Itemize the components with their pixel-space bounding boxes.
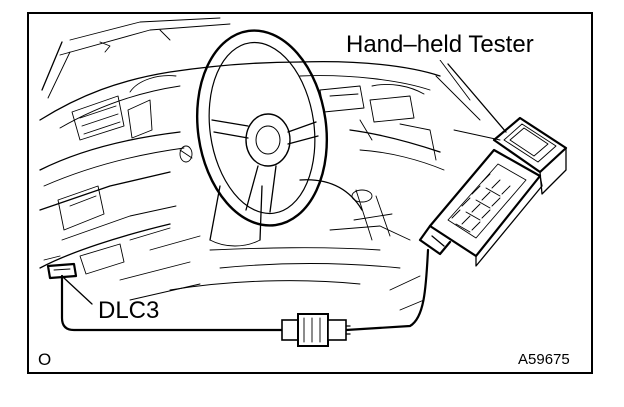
tester-leader-line [447, 63, 507, 133]
cable-connector-illustration [60, 274, 351, 347]
hand-held-tester-illustration [344, 116, 568, 332]
dlc3-port-illustration [46, 262, 93, 305]
steering-wheel-illustration [195, 29, 329, 227]
dlc3-leader-line [63, 277, 93, 305]
tester-label: Hand–held Tester [346, 31, 534, 58]
corner-mark: O [38, 350, 51, 369]
dlc3-label: DLC3 [98, 297, 159, 324]
figure-code: A59675 [518, 351, 570, 368]
tester-label-backdrop [338, 26, 578, 60]
